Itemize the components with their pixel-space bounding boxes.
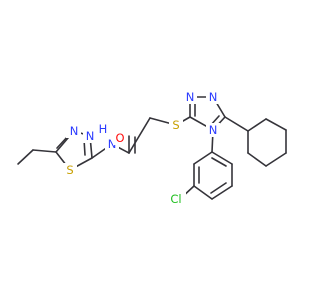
label-backdrop [206, 123, 220, 137]
triazole-n4-label: N [209, 123, 218, 137]
bond [193, 185, 213, 200]
bond [128, 117, 151, 154]
bond-layer [17, 96, 287, 200]
triazole-n1-label: N [186, 90, 195, 104]
bond [265, 152, 287, 167]
bond [17, 149, 34, 165]
label-backdrop [63, 163, 77, 177]
thiadiazole-n2-label: N [86, 129, 95, 143]
label-backdrop [113, 131, 127, 145]
thiadiazole-s-label: S [66, 163, 73, 177]
atom-label-layer: N N S N H O S N N N Cl [63, 90, 220, 206]
carbonyl-o-label: O [115, 131, 124, 145]
label-backdrop [183, 90, 197, 104]
bond [210, 182, 227, 194]
amide-n-label: N [108, 137, 117, 151]
molecule-canvas: N N S N H O S N N N Cl [17, 90, 287, 206]
triazole-n2-label: N [209, 90, 218, 104]
bond [193, 151, 213, 165]
bond [224, 116, 249, 132]
label-backdrop [66, 124, 81, 138]
label-backdrop [83, 129, 97, 143]
bond [247, 118, 267, 132]
bond [247, 152, 267, 167]
chlorine-label: Cl [170, 192, 181, 206]
label-backdrop [206, 90, 220, 104]
structure-diagram: N N S N H O S N N N Cl [17, 90, 287, 206]
bond [211, 185, 233, 200]
thiadiazole-n1-label: N [70, 124, 79, 138]
bond [32, 149, 57, 153]
label-backdrop [169, 118, 183, 132]
bond [211, 157, 227, 167]
bond [211, 151, 233, 165]
thioether-s-label: S [172, 118, 179, 132]
bond [265, 118, 287, 131]
amide-h-label: H [99, 122, 108, 136]
label-backdrop [166, 192, 186, 206]
